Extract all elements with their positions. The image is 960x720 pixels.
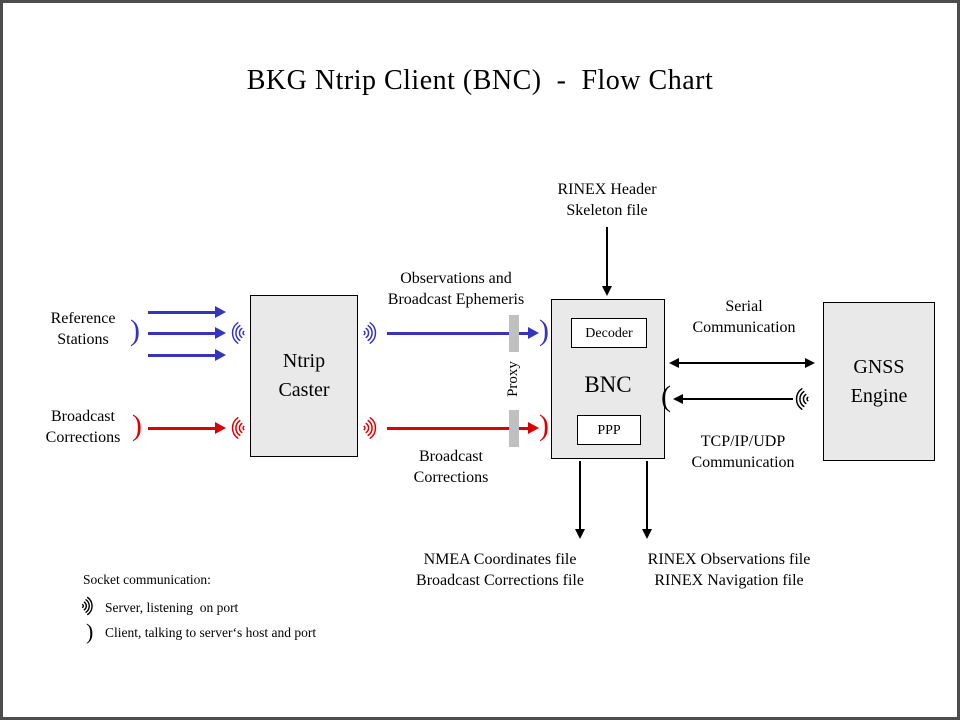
decoder-box: Decoder <box>571 318 647 348</box>
reference-stations-arrow <box>148 327 226 339</box>
client-socket-icon: ) <box>539 409 549 442</box>
legend-client-label: Client, talking to server‘s host and por… <box>105 625 317 640</box>
serial-communication-arrow <box>669 357 815 369</box>
legend-client-socket-icon: ) <box>86 619 94 644</box>
rinex-output-arrow <box>641 461 653 539</box>
tcp-communication-arrow <box>673 393 793 405</box>
rinex-header-skeleton-label: RINEX Header Skeleton file <box>557 181 657 219</box>
rinex-output-label: RINEX Observations file RINEX Navigation… <box>647 551 811 589</box>
client-socket-icon: ) <box>130 314 140 347</box>
page-title: BKG Ntrip Client (BNC) - Flow Chart <box>246 65 714 96</box>
reference-stations-arrow <box>148 349 226 361</box>
nmea-output-label: NMEA Coordinates file Broadcast Correcti… <box>416 551 584 589</box>
server-socket-icon <box>793 386 811 417</box>
server-socket-icon <box>361 415 379 446</box>
nmea-output-arrow <box>574 461 586 539</box>
legend-server-socket-icon <box>80 595 95 622</box>
proxy-bar <box>509 410 519 447</box>
rinex-header-arrow <box>601 227 613 296</box>
corrections-stream-arrow <box>387 422 539 434</box>
ntrip-caster-node: Ntrip Caster <box>250 295 358 457</box>
tcp-communication-label: TCP/IP/UDP Communication <box>691 433 795 471</box>
legend-server-label: Server, listening on port <box>105 600 239 615</box>
server-socket-icon <box>229 415 247 446</box>
reference-stations-label: Reference Stations <box>50 310 116 348</box>
bnc-label: BNC <box>584 372 632 397</box>
broadcast-corrections-stream-label: Broadcast Corrections <box>413 448 489 486</box>
legend-title: Socket communication: <box>83 572 211 587</box>
broadcast-corrections-input-arrow <box>148 422 226 434</box>
reference-stations-arrow <box>148 306 226 318</box>
ppp-box: PPP <box>577 415 641 445</box>
client-socket-icon: ) <box>539 314 549 347</box>
observations-ephemeris-label: Observations and Broadcast Ephemeris <box>387 270 525 308</box>
proxy-label: Proxy <box>505 361 521 397</box>
client-socket-icon: ) <box>132 409 142 442</box>
bnc-node: Decoder BNC PPP <box>551 299 665 459</box>
serial-communication-label: Serial Communication <box>692 298 796 336</box>
client-socket-icon: ( <box>661 380 671 413</box>
observations-stream-arrow <box>387 327 539 339</box>
broadcast-corrections-input-label: Broadcast Corrections <box>45 408 121 446</box>
server-socket-icon <box>361 320 379 351</box>
gnss-engine-node: GNSS Engine <box>823 302 935 461</box>
server-socket-icon <box>229 320 247 351</box>
proxy-bar <box>509 315 519 352</box>
